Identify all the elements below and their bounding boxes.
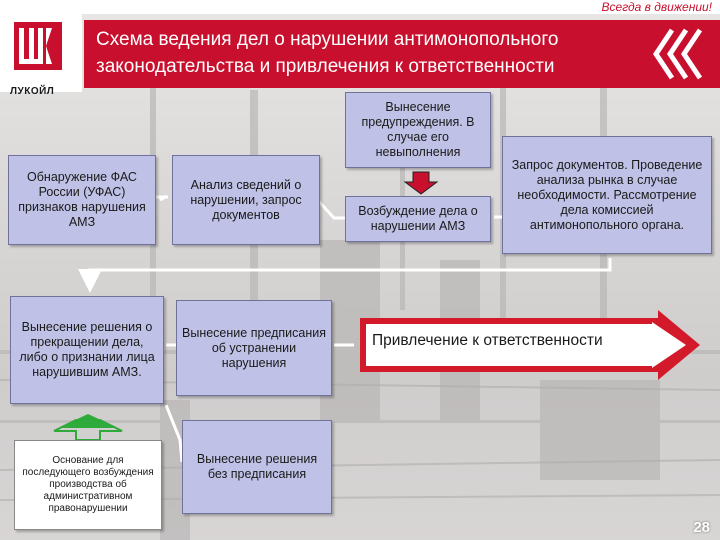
arrow-analysis-to-initiation: [312, 194, 350, 220]
box-basis: Основание для последующего возбуждения п…: [14, 440, 162, 530]
logo-text: ЛУКОЙЛ: [10, 86, 55, 97]
green-up-arrow: [53, 414, 123, 441]
box-decision: Вынесение решения о прекращении дела, ли…: [10, 296, 164, 404]
box-initiation: Возбуждение дела о нарушении АМЗ: [345, 196, 491, 242]
page-number: 28: [693, 519, 710, 536]
company-logo: ЛУКОЙЛ: [0, 14, 82, 97]
arrow-request-to-decision: [78, 258, 612, 293]
title-bar: Схема ведения дел о нарушении антимонопо…: [84, 20, 720, 88]
box-warning-text: Вынесение предупреждения. В случае его н…: [361, 100, 475, 159]
box-decision-text: Вынесение решения о прекращении дела, ли…: [19, 320, 155, 379]
box-no-order-text: Вынесение решения без предписания: [196, 452, 318, 481]
arrow-decision-to-no-order: [164, 404, 184, 463]
liability-label: Привлечение к ответственности: [372, 332, 603, 349]
chevrons-icon: [652, 28, 703, 80]
box-analysis-text: Анализ сведений о нарушении, запрос доку…: [190, 177, 302, 222]
box-detection: Обнаружение ФАС России (УФАС) признаков …: [8, 155, 156, 245]
red-down-arrow: [403, 171, 439, 195]
box-request-text: Запрос документов. Проведение анализа ры…: [511, 157, 703, 232]
box-basis-text: Основание для последующего возбуждения п…: [22, 455, 154, 514]
box-order: Вынесение предписания об устранении нару…: [176, 300, 332, 396]
slogan: Всегда в движении!: [601, 0, 712, 14]
top-strip: [0, 0, 720, 14]
box-detection-text: Обнаружение ФАС России (УФАС) признаков …: [18, 170, 146, 229]
box-warning: Вынесение предупреждения. В случае его н…: [345, 92, 491, 168]
box-order-text: Вынесение предписания об устранении нару…: [182, 325, 326, 370]
slide-title: Схема ведения дел о нарушении антимонопо…: [96, 29, 559, 77]
box-request: Запрос документов. Проведение анализа ры…: [502, 136, 712, 254]
lukoil-logo-icon: [14, 22, 62, 70]
liability-big-arrow: [360, 310, 700, 380]
box-no-order: Вынесение решения без предписания: [182, 420, 332, 514]
box-analysis: Анализ сведений о нарушении, запрос доку…: [172, 155, 320, 245]
arrow-head-1: [159, 194, 168, 202]
box-initiation-text: Возбуждение дела о нарушении АМЗ: [358, 204, 478, 233]
